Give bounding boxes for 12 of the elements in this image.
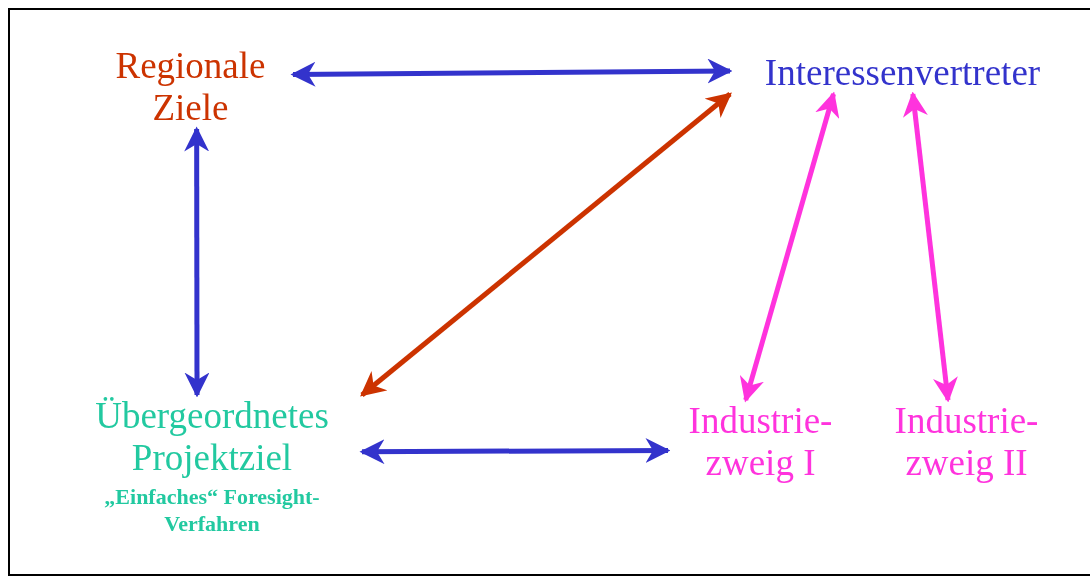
node-label: Regionale Ziele [114,45,267,129]
double-arrow [184,126,210,398]
node-subtitle: „Einfaches“ Foresight-Verfahren [103,483,321,537]
double-arrow [359,438,671,465]
node-label: Industrie- zweig I [687,400,834,484]
double-arrow [290,58,733,87]
node-label: Interessenvertreter [764,52,1041,94]
node-label: Industrie- zweig II [893,400,1040,484]
double-arrow [739,91,840,403]
node-label: Übergeordnetes Projektziel [94,395,330,479]
double-arrow [360,92,732,397]
double-arrow [903,91,958,403]
